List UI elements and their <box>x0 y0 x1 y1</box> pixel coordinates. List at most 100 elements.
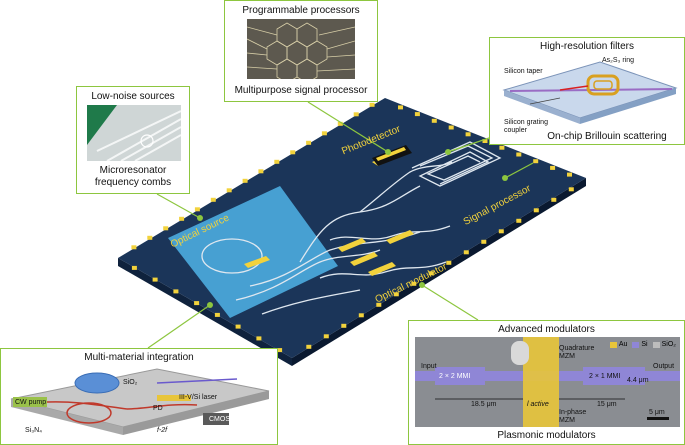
label-inphase: In-phase MZM <box>559 409 587 424</box>
bond-pad <box>446 260 452 265</box>
bond-pad <box>499 145 505 150</box>
label-silicon-taper: Silicon taper <box>504 68 543 75</box>
legend-si: Si <box>632 341 648 348</box>
label-dim-right: 15 μm <box>597 401 617 408</box>
panel-title: Programmable processors <box>242 5 360 16</box>
label-as2s3-ring: As₂S₃ ring <box>602 57 635 64</box>
bond-pad <box>337 121 343 126</box>
label-mmi-in: 2 × 2 MMI <box>439 373 471 380</box>
panel-title: High-resolution filters <box>540 41 634 52</box>
bond-pad <box>414 112 420 117</box>
bond-pad <box>358 313 364 318</box>
bond-pad <box>568 187 574 192</box>
bond-pad <box>194 207 200 212</box>
legend-au: Au <box>609 341 627 348</box>
integration-image <box>10 368 270 435</box>
bond-pad <box>131 265 137 270</box>
label-dim-active: l active <box>527 401 549 408</box>
chip-edge <box>292 178 586 366</box>
bond-pad <box>306 344 312 349</box>
bond-pad <box>256 336 262 341</box>
panel-caption: Plasmonic modulators <box>497 430 596 441</box>
panel-high-resolution-filters: High-resolution filters As₂S₃ ring Silic… <box>489 37 685 145</box>
chip-edge <box>118 258 292 366</box>
bond-pad <box>306 140 312 145</box>
bond-pad <box>341 323 347 328</box>
microresonator-image <box>87 105 181 161</box>
bond-pad <box>482 139 488 143</box>
label-dim-width: 4.4 μm <box>627 377 649 384</box>
bond-pad <box>448 125 454 130</box>
label-f2f: f-2f <box>157 427 168 434</box>
bond-pad <box>321 131 327 136</box>
bond-pad <box>431 118 437 123</box>
bond-pad <box>277 348 283 353</box>
bond-pad <box>242 178 248 183</box>
label-mmi-out: 2 × 1 MMI <box>589 373 621 380</box>
brillouin-chip-image <box>502 61 678 124</box>
label-cmos: CMOS <box>209 416 230 423</box>
panel-title: Low-noise sources <box>91 91 175 102</box>
optical-source-region <box>168 186 338 318</box>
bond-pad <box>463 250 469 255</box>
label-scale-bar: 5 μm <box>649 409 665 416</box>
bond-pad <box>465 132 471 137</box>
label-pd: PD <box>153 405 163 412</box>
label-cw-pump: CW pump <box>15 399 47 406</box>
bond-pad <box>369 102 375 107</box>
panel-multi-material-integration: Multi-material integration CW pump SiO₂ … <box>0 348 278 445</box>
bond-pad <box>290 150 296 155</box>
bond-pad <box>498 229 504 234</box>
bond-pad <box>194 301 200 306</box>
label-silicon-grating-coupler: Silicon grating coupler <box>504 119 548 134</box>
bond-pad <box>516 218 522 223</box>
label-si3n4: Si₃N₄ <box>25 427 42 434</box>
plasmonic-modulator-image <box>415 337 680 427</box>
bond-pad <box>551 197 557 202</box>
bond-pad <box>131 245 137 250</box>
bond-pad <box>323 334 329 339</box>
bond-pad <box>210 197 216 202</box>
label-quadrature: Quadrature MZM <box>559 345 595 360</box>
bond-pad <box>567 172 572 177</box>
label-laser: III-V/Si laser <box>179 394 218 401</box>
bond-pad <box>274 159 280 164</box>
bond-pad <box>533 208 539 213</box>
material-legend: Au Si SiO₂ <box>609 341 676 348</box>
panel-advanced-modulators: Advanced modulators Au Si SiO₂ Input Out… <box>408 320 685 445</box>
bond-pad <box>398 105 403 110</box>
processor-mesh-image <box>247 19 355 79</box>
panel-title: Advanced modulators <box>498 324 595 335</box>
label-output: Output <box>653 363 675 370</box>
panel-programmable-processors: Programmable processors Multipurpose sig… <box>224 0 378 102</box>
panel-title: Multi-material integration <box>84 352 194 363</box>
bond-pad <box>214 312 220 317</box>
bond-pad <box>428 271 434 276</box>
bond-pad <box>226 188 232 193</box>
label-sio2: SiO₂ <box>123 379 138 386</box>
bond-pad <box>376 302 382 307</box>
bond-pad <box>179 216 185 221</box>
bond-pad <box>163 226 169 231</box>
panel-caption: Microresonator frequency combs <box>94 165 172 188</box>
bond-pad <box>550 165 556 170</box>
connector-lines <box>147 101 534 349</box>
panel-caption: Multipurpose signal processor <box>234 85 368 96</box>
bond-pad <box>258 169 264 174</box>
bond-pad <box>481 239 487 244</box>
bond-pad <box>411 281 417 286</box>
connector-dots <box>197 149 508 308</box>
legend-sio2: SiO₂ <box>652 341 676 348</box>
label-input: Input <box>421 363 437 370</box>
bond-pad <box>152 277 158 282</box>
bond-pad <box>147 235 153 240</box>
bond-pad <box>516 152 522 157</box>
label-dim-left: 18.5 μm <box>471 401 497 408</box>
panel-low-noise-sources: Low-noise sources Microresonator frequen… <box>76 86 190 194</box>
bond-pad <box>235 324 241 329</box>
bond-pad <box>393 292 399 297</box>
bond-pads <box>131 102 574 353</box>
bond-pad <box>173 289 179 294</box>
bond-pad <box>353 112 359 117</box>
